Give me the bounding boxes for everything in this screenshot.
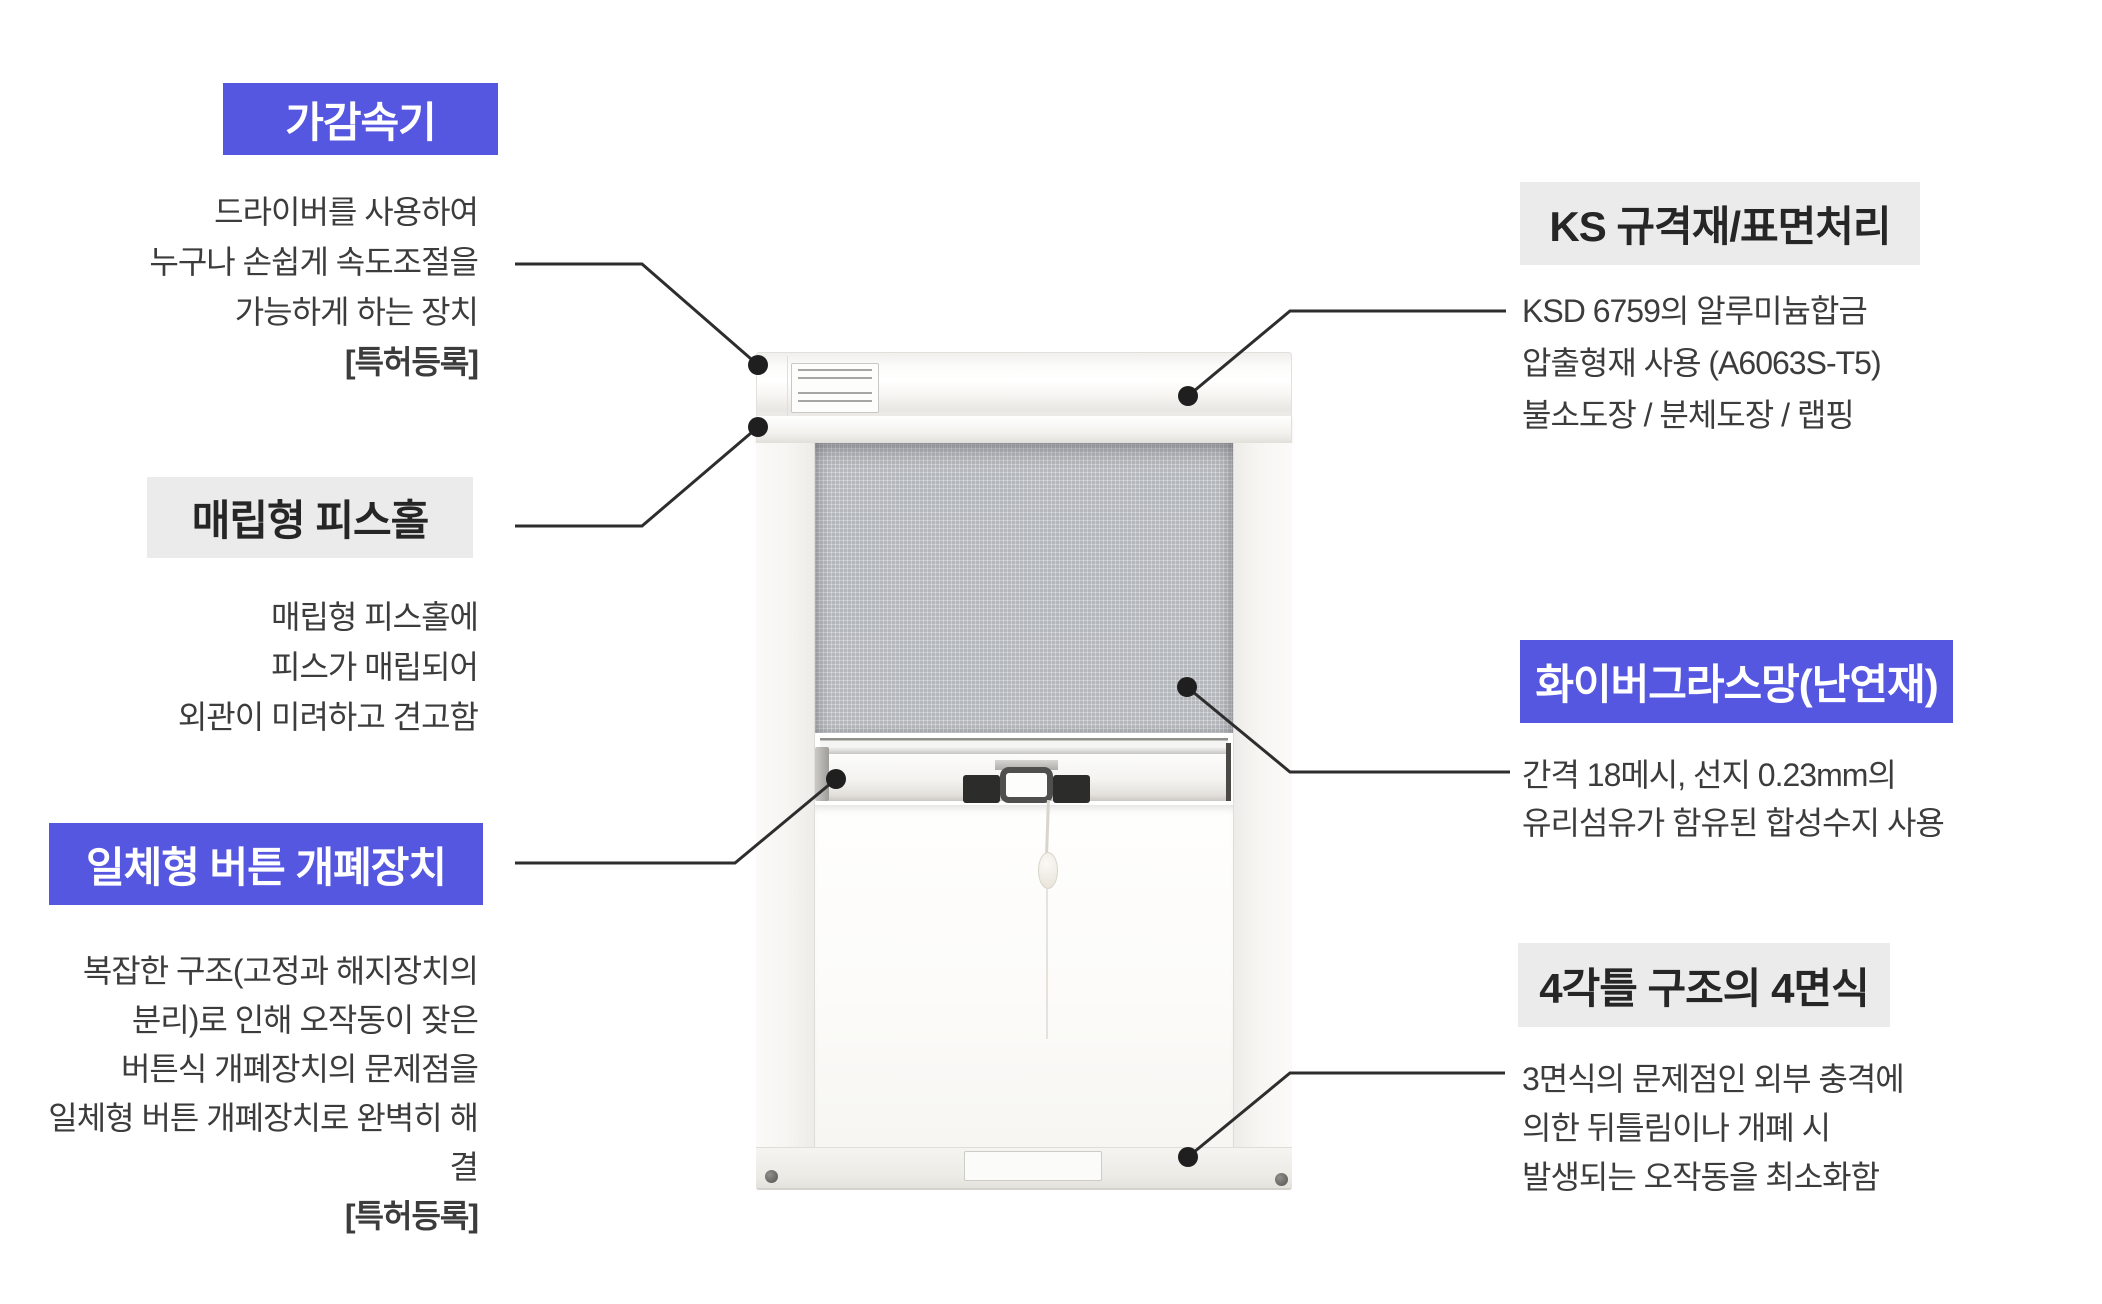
feature-desc-4-side-frame: 3면식의 문제점인 외부 충격에 의한 뒤틀림이나 개폐 시 발생되는 오작동을… xyxy=(1522,1055,2062,1202)
feature-desc-integrated-button: 복잡한 구조(고정과 해지장치의 분리)로 인해 오작동이 잦은 버튼식 개폐장… xyxy=(40,947,479,1241)
roller-end-cap xyxy=(787,356,788,416)
frame-right-rail xyxy=(1233,443,1292,1147)
desc-line: 피스가 매립되어 xyxy=(271,649,479,685)
feature-badge-speed-regulator: 가감속기 xyxy=(223,83,498,155)
desc-line: 복잡한 구조(고정과 해지장치의 xyxy=(82,953,479,989)
fiberglass-mesh xyxy=(815,443,1233,733)
housing-info-sticker xyxy=(791,363,879,413)
desc-line: 버튼식 개폐장치의 문제점을 xyxy=(120,1051,479,1087)
sticker-text-lines xyxy=(798,391,872,407)
feature-desc-fiberglass-mesh: 간격 18메시, 선지 0.23mm의 유리섬유가 함유된 합성수지 사용 xyxy=(1522,751,2082,847)
desc-line: 누구나 손쉽게 속도조절을 xyxy=(149,244,479,280)
slider-bar xyxy=(815,733,1233,805)
handle-loop xyxy=(1000,767,1053,803)
product-photo-insect-screen xyxy=(756,352,1292,1190)
desc-line-patent: [특허등록] xyxy=(344,344,479,380)
handle-bracket xyxy=(995,760,1058,770)
desc-line: 불소도장 / 분체도장 / 랩핑 xyxy=(1522,397,1855,433)
desc-line: 유리섬유가 함유된 합성수지 사용 xyxy=(1522,805,1945,841)
slider-endcap-right xyxy=(1226,743,1231,801)
sill-info-sticker xyxy=(964,1151,1102,1181)
pull-string-bead xyxy=(1038,852,1058,889)
feature-desc-recessed-screw-hole: 매립형 피스홀에 피스가 매립되어 외관이 미려하고 견고함 xyxy=(80,592,479,742)
desc-line: 압출형재 사용 (A6063S-T5) xyxy=(1522,345,1882,381)
feature-badge-fiberglass-mesh: 화이버그라스망(난연재) xyxy=(1520,640,1953,723)
feature-badge-ks-material: KS 규격재/표면처리 xyxy=(1520,182,1920,265)
slider-endcap-left xyxy=(815,747,829,801)
desc-line: 3면식의 문제점인 외부 충격에 xyxy=(1522,1061,1905,1097)
open-screen-area xyxy=(815,805,1233,1147)
desc-line: KSD 6759의 알루미늄합금 xyxy=(1522,293,1868,329)
button-latch-right xyxy=(1053,775,1090,803)
desc-line: 가능하게 하는 장치 xyxy=(234,294,479,330)
screw-bottom-left xyxy=(765,1170,778,1183)
roller-housing xyxy=(756,352,1292,418)
desc-line: 발생되는 오작동을 최소화함 xyxy=(1522,1159,1880,1195)
pull-string-tail xyxy=(1046,889,1048,1039)
feature-desc-speed-regulator: 드라이버를 사용하여 누구나 손쉽게 속도조절을 가능하게 하는 장치 [특허등… xyxy=(80,187,479,387)
slider-top-rail xyxy=(820,738,1228,754)
desc-line: 분리)로 인해 오작동이 잦은 xyxy=(131,1002,479,1038)
desc-line: 드라이버를 사용하여 xyxy=(214,194,479,230)
feature-badge-recessed-screw-hole: 매립형 피스홀 xyxy=(147,477,473,558)
feature-desc-ks-material: KSD 6759의 알루미늄합금 압출형재 사용 (A6063S-T5) 불소도… xyxy=(1522,285,2062,441)
desc-line: 매립형 피스홀에 xyxy=(271,599,479,635)
desc-line: 외관이 미려하고 견고함 xyxy=(177,699,479,735)
sticker-text-lines xyxy=(798,369,872,385)
desc-line-patent: [특허등록] xyxy=(344,1198,479,1234)
feature-badge-4-side-frame: 4각틀 구조의 4면식 xyxy=(1518,943,1890,1027)
desc-line: 간격 18메시, 선지 0.23mm의 xyxy=(1522,757,1897,793)
screw-bottom-right xyxy=(1275,1173,1288,1186)
bottom-sill xyxy=(756,1147,1292,1190)
desc-line: 일체형 버튼 개폐장치로 완벽히 해결 xyxy=(48,1100,479,1185)
roller-housing-ledge xyxy=(756,416,1292,443)
callout-speed-regulator xyxy=(515,262,768,375)
callout-recessed-screw-hole xyxy=(515,417,768,528)
frame-left-rail xyxy=(756,443,815,1147)
desc-line: 의한 뒤틀림이나 개폐 시 xyxy=(1522,1110,1831,1146)
feature-badge-integrated-button: 일체형 버튼 개폐장치 xyxy=(49,823,483,905)
button-latch-left xyxy=(963,775,1000,803)
